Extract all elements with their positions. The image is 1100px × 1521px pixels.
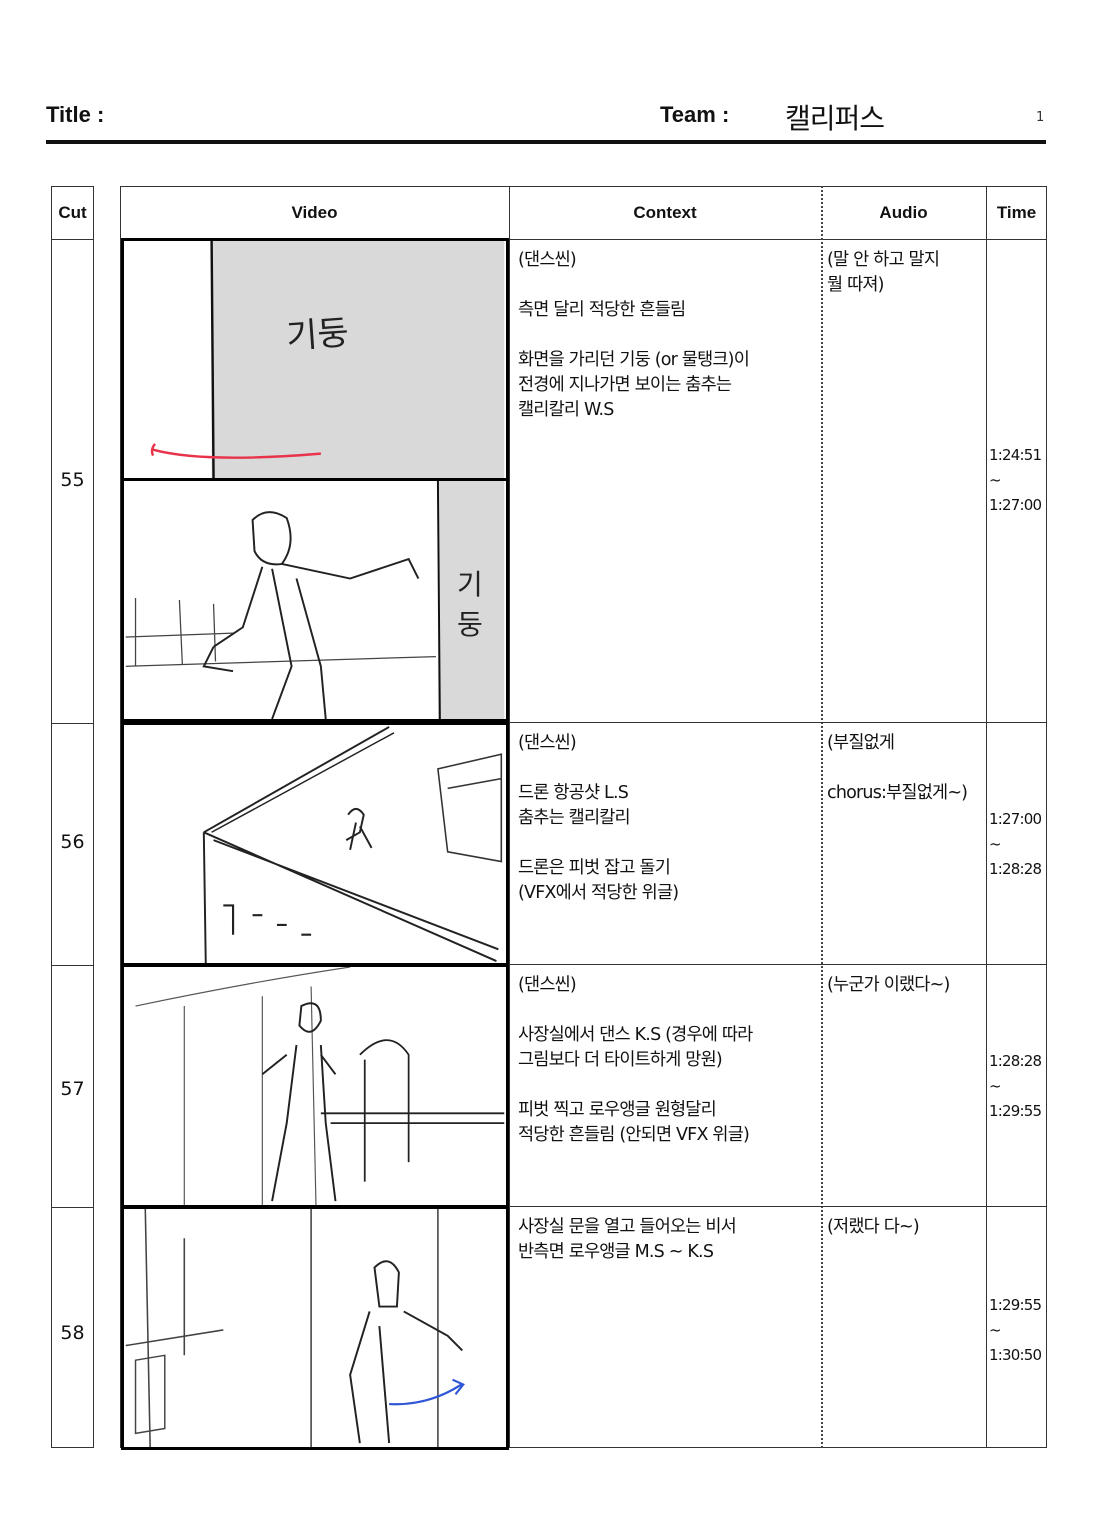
audio-58: (저랬다 다~) xyxy=(827,1217,920,1237)
team-name: 캘리퍼스 xyxy=(785,102,885,135)
sketch-55b xyxy=(125,481,505,719)
header-rule xyxy=(46,140,1046,144)
cut-number-55: 55 xyxy=(60,469,85,491)
time-sep-57: ~ xyxy=(989,1077,1002,1095)
time-header: Time xyxy=(996,203,1037,222)
sketch-55a xyxy=(150,241,505,479)
row-line xyxy=(509,1206,1047,1207)
time-start-58: 1:29:55 xyxy=(989,1296,1042,1314)
context-55: (댄스씬) 측면 달리 적당한 흔들림 화면을 가리던 기둥 (or 물탱크)이… xyxy=(518,250,750,420)
row-line xyxy=(509,964,1047,965)
audio-55: (말 안 하고 말지 뭘 따져) xyxy=(827,250,940,295)
context-57: (댄스씬) 사장실에서 댄스 K.S (경우에 따라 그림보다 더 타이트하게 … xyxy=(518,975,753,1145)
team-label: Team : xyxy=(660,102,730,127)
time-58: 1:29:55 ~ 1:30:50 xyxy=(989,1293,1047,1368)
storyboard-table xyxy=(120,186,1047,1448)
pillar-label-55a: 기둥 xyxy=(284,312,351,358)
cut-column xyxy=(51,186,94,1448)
time-sep-58: ~ xyxy=(989,1321,1002,1339)
time-56: 1:27:00 ~ 1:28:28 xyxy=(989,807,1047,882)
time-start-56: 1:27:00 xyxy=(989,810,1042,828)
sketch-56 xyxy=(202,726,503,963)
cut-header: Cut xyxy=(58,203,87,222)
sketch-58 xyxy=(125,1209,465,1447)
cut-number-56: 56 xyxy=(60,831,85,853)
time-end-55: 1:27:00 xyxy=(989,496,1042,514)
context-56: (댄스씬) 드론 항공샷 L.S 춤추는 캘리칼리 드론은 피벗 잡고 돌기 (… xyxy=(518,733,679,903)
audio-time-divider xyxy=(986,186,987,1448)
title-label: Title : xyxy=(46,102,105,127)
time-55: 1:24:51 ~ 1:27:00 xyxy=(989,443,1047,518)
time-end-57: 1:29:55 xyxy=(989,1102,1042,1120)
cut-number-58: 58 xyxy=(60,1322,85,1344)
audio-56: (부질없게 chorus:부질없게~) xyxy=(827,733,968,803)
video-panel-55b: 기둥 xyxy=(121,478,509,722)
time-57: 1:28:28 ~ 1:29:55 xyxy=(989,1049,1047,1124)
video-header: Video xyxy=(291,203,338,222)
video-panel-55a: 기둥 xyxy=(121,238,509,482)
pillar-label-55b: 기둥 xyxy=(457,568,483,641)
header-row-line xyxy=(120,239,1047,240)
video-panel-57 xyxy=(121,964,509,1208)
time-start-57: 1:28:28 xyxy=(989,1052,1042,1070)
video-panel-58 xyxy=(121,1206,509,1450)
time-end-58: 1:30:50 xyxy=(989,1346,1042,1364)
time-sep-55: ~ xyxy=(989,471,1002,489)
page-number: 1 xyxy=(1036,110,1045,125)
time-sep-56: ~ xyxy=(989,835,1002,853)
row-line xyxy=(509,722,1047,723)
time-end-56: 1:28:28 xyxy=(989,860,1042,878)
sketch-57 xyxy=(135,967,505,1205)
audio-57: (누군가 이랬다~) xyxy=(827,975,950,995)
context-58: 사장실 문을 열고 들어오는 비서 반측면 로우앵글 M.S ~ K.S xyxy=(518,1217,737,1262)
video-panel-56 xyxy=(121,722,509,966)
cut-number-57: 57 xyxy=(60,1078,85,1100)
audio-header: Audio xyxy=(879,203,928,222)
time-start-55: 1:24:51 xyxy=(989,446,1042,464)
video-context-divider xyxy=(509,186,510,1448)
context-audio-divider xyxy=(821,186,823,1448)
context-header: Context xyxy=(633,203,697,222)
